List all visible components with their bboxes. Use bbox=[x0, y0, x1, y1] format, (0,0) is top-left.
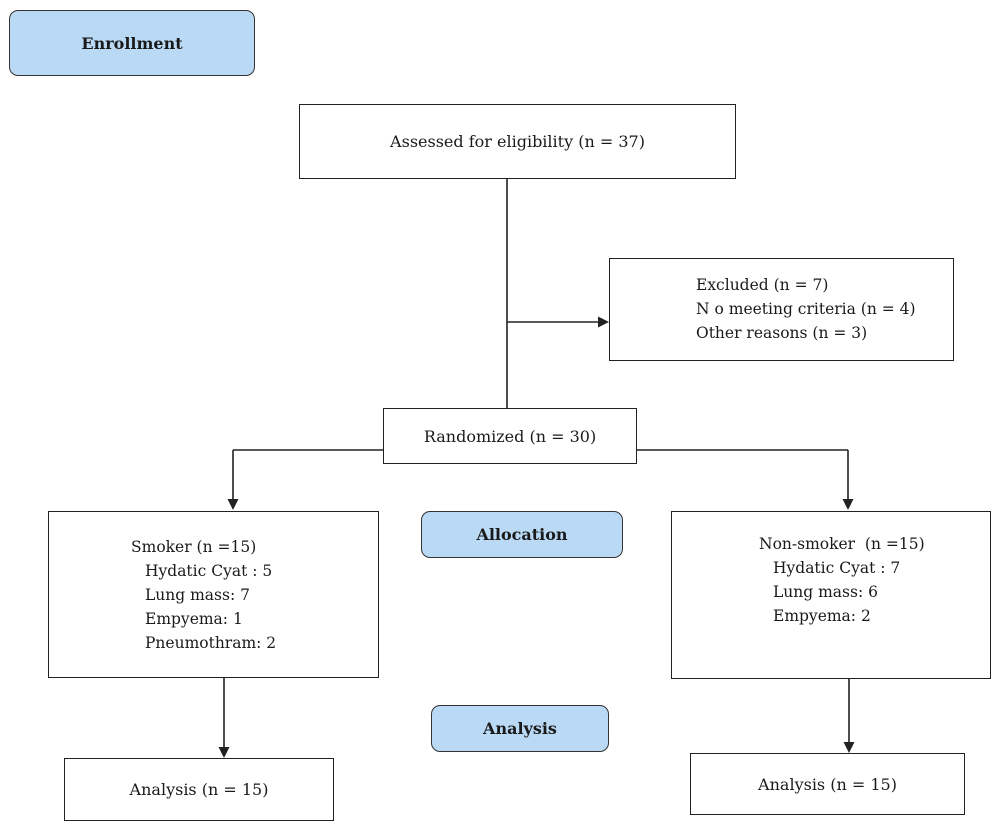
randomized-box: Randomized (n = 30) bbox=[383, 408, 637, 464]
excluded-reason: Other reasons (n = 3) bbox=[696, 324, 868, 342]
excluded-box: Excluded (n = 7) N o meeting criteria (n… bbox=[609, 258, 954, 361]
smoker-item: Pneumothram: 2 bbox=[145, 634, 277, 652]
smoker-item: Hydatic Cyat : 5 bbox=[145, 562, 273, 580]
stage-analysis: Analysis bbox=[431, 705, 609, 752]
arrowhead-smoker-analysis bbox=[218, 747, 230, 758]
arrowhead-nonsmoker-analysis bbox=[843, 742, 855, 753]
arrowhead-nonsmoker bbox=[842, 499, 854, 510]
assessed-box: Assessed for eligibility (n = 37) bbox=[299, 104, 736, 179]
nonsmoker-item: Hydatic Cyat : 7 bbox=[773, 559, 901, 577]
smoker-item: Empyema: 1 bbox=[145, 610, 243, 628]
arrowhead-smoker bbox=[227, 499, 239, 510]
stage-allocation: Allocation bbox=[421, 511, 623, 558]
excluded-reason: N o meeting criteria (n = 4) bbox=[696, 300, 916, 318]
excluded-title: Excluded (n = 7) bbox=[696, 276, 829, 294]
nonsmoker-analysis-box: Analysis (n = 15) bbox=[690, 753, 965, 815]
nonsmoker-title: Non-smoker (n =15) bbox=[759, 535, 925, 553]
smoker-item: Lung mass: 7 bbox=[145, 586, 250, 604]
smoker-box: Smoker (n =15) Hydatic Cyat : 5 Lung mas… bbox=[48, 511, 379, 678]
nonsmoker-item: Lung mass: 6 bbox=[773, 583, 878, 601]
stage-enrollment: Enrollment bbox=[9, 10, 255, 76]
nonsmoker-item: Empyema: 2 bbox=[773, 607, 871, 625]
arrowhead-excluded bbox=[598, 316, 609, 328]
smoker-analysis-box: Analysis (n = 15) bbox=[64, 758, 334, 821]
smoker-title: Smoker (n =15) bbox=[131, 538, 257, 556]
nonsmoker-box: Non-smoker (n =15) Hydatic Cyat : 7 Lung… bbox=[671, 511, 991, 679]
